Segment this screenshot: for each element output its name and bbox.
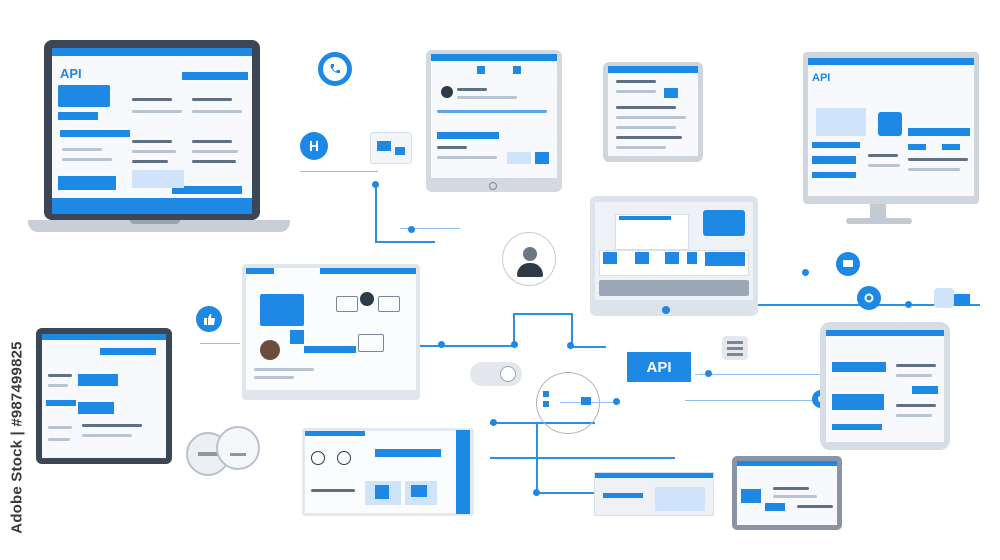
transfer-icon <box>300 132 328 160</box>
toggle-pill <box>470 362 522 386</box>
mini-card <box>370 132 412 164</box>
gear-icon <box>857 286 881 310</box>
laptop-api-title: API <box>60 66 82 81</box>
phone-icon <box>318 52 352 86</box>
thumbs-up-icon <box>196 306 222 332</box>
device-cluster <box>924 280 976 316</box>
user-avatar-icon <box>502 232 556 286</box>
circular-badge <box>536 372 600 434</box>
server-icon <box>722 336 748 360</box>
monitor-api-title: API <box>812 72 831 84</box>
center-api-button[interactable]: API <box>627 352 691 382</box>
stock-watermark: Adobe Stock | #987499825 <box>8 341 26 534</box>
coin-icon-2 <box>216 426 260 470</box>
chat-icon <box>836 252 860 276</box>
